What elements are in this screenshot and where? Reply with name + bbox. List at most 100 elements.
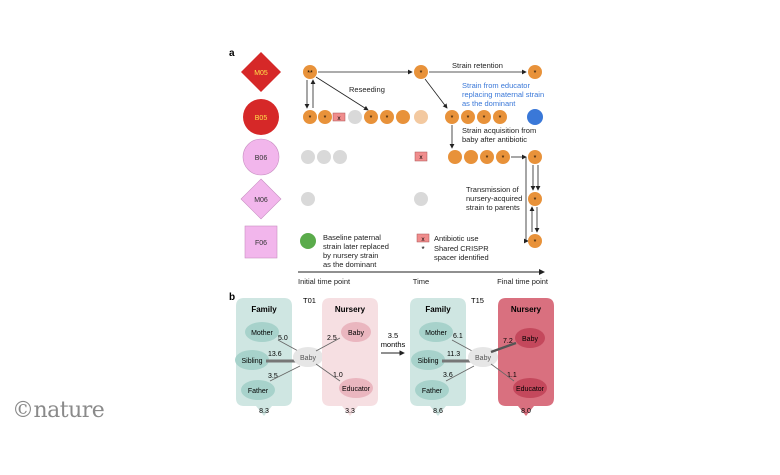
strain-node: [348, 110, 362, 124]
time-axis: Initial time point Time Final time point: [298, 269, 549, 286]
strain-node: [493, 110, 507, 124]
strain-node: [396, 110, 410, 124]
t15-family-title: Family: [425, 305, 451, 314]
svg-text:*: *: [386, 115, 389, 122]
legend-antibiotic-swatch: [416, 233, 430, 243]
strain-node: [528, 150, 542, 164]
row-f06: *: [300, 233, 542, 249]
svg-text:*: *: [534, 239, 537, 246]
legend: Baseline paternal strain later replaced …: [323, 233, 489, 269]
strain-node: [414, 110, 428, 124]
host-m06-label: M06: [254, 197, 268, 204]
transmission-label-2: nursery-acquired: [466, 194, 522, 203]
host-b05-label: B05: [255, 115, 268, 122]
interval-value: 3.5: [388, 331, 398, 340]
t01-val-nursery-baby: 2.5: [327, 335, 337, 342]
host-b06: B06: [242, 138, 280, 176]
antibiotic-marker: [332, 112, 346, 122]
reseeding-label: Reseeding: [349, 85, 385, 94]
axis-start: Initial time point: [298, 277, 351, 286]
strain-node: [414, 192, 428, 206]
crispr-mark: **: [307, 70, 313, 77]
strain-node: [496, 150, 510, 164]
svg-text:x: x: [337, 115, 341, 122]
svg-text:*: *: [451, 115, 454, 122]
host-f06: F06: [244, 225, 278, 259]
svg-text:*: *: [467, 115, 470, 122]
t01-nursery-panel: Nursery Baby Educator 3.3: [322, 298, 378, 416]
strain-node: [464, 150, 478, 164]
row-b05: * * x * * * * * *: [303, 109, 543, 125]
strain-node: [414, 65, 428, 79]
strain-node: [303, 65, 317, 79]
t15-total-family: 8.6: [433, 408, 443, 415]
interval-unit: months: [381, 340, 406, 349]
host-b06-label: B06: [255, 155, 268, 162]
educator-label-1: Strain from educator: [462, 81, 530, 90]
crispr-mark: *: [420, 70, 423, 77]
strain-node: [480, 150, 494, 164]
host-f06-label: F06: [255, 240, 267, 247]
t01-father: Father: [248, 388, 269, 395]
axis-middle: Time: [413, 277, 429, 286]
t15-baby: Baby: [475, 355, 491, 362]
strain-node: [461, 110, 475, 124]
t15-father: Father: [422, 388, 443, 395]
t01-val-sibling: 13.6: [268, 351, 282, 358]
t01-sibling: Sibling: [241, 358, 262, 365]
strain-node: [317, 150, 331, 164]
legend-crispr-mark: *: [421, 245, 424, 254]
host-m05-label: M05: [254, 70, 268, 77]
svg-text:*: *: [309, 115, 312, 122]
legend-baseline-3: by nursery strain: [323, 251, 378, 260]
nature-logo: ©nature: [12, 398, 105, 423]
educator-label-3: as the dominant: [462, 99, 516, 108]
panel-a-label: a: [229, 48, 235, 59]
strain-node: [445, 110, 459, 124]
host-m05: M05: [241, 52, 281, 92]
strain-node: [301, 192, 315, 206]
axis-end: Final time point: [497, 277, 549, 286]
t15-nursery-baby: Baby: [522, 336, 538, 343]
row-b06: x * * *: [301, 150, 542, 164]
educator-label-2: replacing maternal strain: [462, 90, 544, 99]
row-m06: *: [301, 192, 542, 206]
t15-val-nursery-baby: 7.2: [503, 338, 513, 345]
strain-node: [301, 150, 315, 164]
t15-family-panel: Family Mother Sibling Father 8.6: [410, 298, 466, 416]
legend-antibiotic: Antibiotic use: [434, 234, 479, 243]
t15-val-mother: 6.1: [453, 333, 463, 340]
strain-node: [303, 110, 317, 124]
t15-label: T15: [471, 296, 484, 305]
crispr-mark: *: [534, 70, 537, 77]
t01-label: T01: [303, 296, 316, 305]
svg-text:x: x: [419, 154, 423, 161]
strain-node: [528, 65, 542, 79]
strain-node: [527, 109, 543, 125]
t01-total-nursery: 3.3: [345, 408, 355, 415]
t15-nursery-panel: Nursery Baby Educator 8.0: [498, 298, 554, 416]
t15-val-father: 3.6: [443, 372, 453, 379]
t01-val-mother: 5.0: [278, 335, 288, 342]
t15-sibling: Sibling: [417, 358, 438, 365]
strain-node: [318, 110, 332, 124]
svg-text:*: *: [324, 115, 327, 122]
panel-b-label: b: [229, 292, 235, 303]
acquisition-label-2: baby after antibiotic: [462, 135, 527, 144]
t01-nursery-baby: Baby: [348, 330, 364, 337]
legend-crispr-2: spacer identified: [434, 253, 489, 262]
t15-total-nursery: 8.0: [521, 408, 531, 415]
strain-retention-label: Strain retention: [452, 61, 503, 70]
t01-educator: Educator: [342, 386, 371, 393]
svg-text:*: *: [502, 155, 505, 162]
t01-baby: Baby: [300, 355, 316, 362]
t15-val-sibling: 11.3: [447, 351, 460, 358]
t01-val-father: 3.5: [268, 373, 278, 380]
strain-node: [364, 110, 378, 124]
t01-nursery-title: Nursery: [335, 305, 366, 314]
svg-text:*: *: [370, 115, 373, 122]
t01-total-family: 8.3: [259, 408, 269, 415]
strain-node: [333, 150, 347, 164]
host-b05: B05: [243, 99, 279, 135]
transmission-label-1: Transmission of: [466, 185, 520, 194]
